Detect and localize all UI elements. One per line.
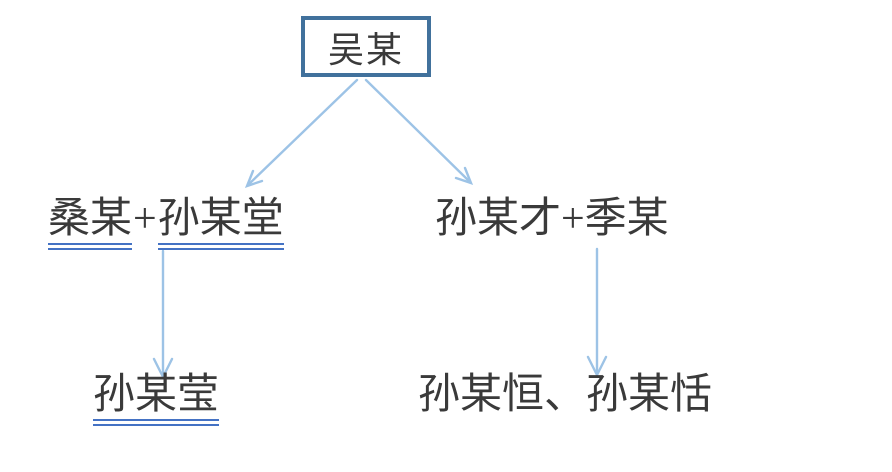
child-left-label: 孙某莹 xyxy=(93,372,220,426)
couple-left-name2: 孙某堂 xyxy=(157,196,284,250)
arrow-root-to-left-couple xyxy=(244,78,359,188)
arrow-root-to-right-couple xyxy=(364,78,474,185)
arrow-right-couple-to-children xyxy=(586,247,608,378)
child-left-node: 孙某莹 xyxy=(93,372,220,426)
root-node-label: 吴某 xyxy=(327,29,404,70)
arrow-left-couple-to-child xyxy=(152,249,174,380)
couple-right-label: 孙某才+季某 xyxy=(435,196,669,242)
child-right-node: 孙某恒、孙某恬 xyxy=(418,372,712,418)
child-right-label: 孙某恒、孙某恬 xyxy=(418,372,713,418)
root-node-box: 吴某 xyxy=(301,16,431,77)
couple-right-node: 孙某才+季某 xyxy=(435,196,669,242)
couple-left-plus: + xyxy=(133,196,157,242)
couple-left-name1: 桑某 xyxy=(48,196,133,250)
couple-left-node: 桑某+孙某堂 xyxy=(48,196,284,250)
